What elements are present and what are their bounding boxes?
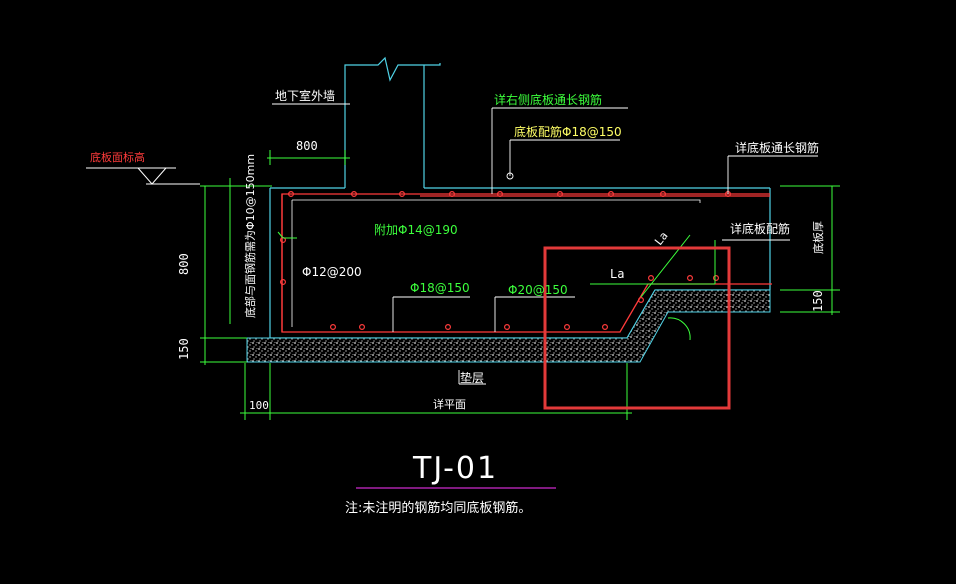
drawing-title: TJ-01 — [412, 451, 498, 486]
label-la-diag: La — [652, 229, 670, 247]
basement-wall — [270, 56, 770, 189]
label-detail-right-long-bar: 详右侧底板通长钢筋 — [494, 92, 602, 107]
cushion-layer — [246, 289, 771, 363]
dim-100: 100 — [249, 399, 269, 412]
dim-800-left: 800 — [177, 253, 191, 275]
label-slab-top-elev: 底板面标高 — [90, 150, 145, 164]
drawing-note: 注:未注明的钢筋均同底板钢筋。 — [345, 500, 531, 516]
inner-white-line — [292, 199, 701, 203]
label-bar-20: Φ20@150 — [508, 283, 568, 297]
label-detail-slab-long-bar: 详底板通长钢筋 — [735, 140, 819, 155]
label-slab-bar: 底板配筋Φ18@150 — [514, 124, 622, 139]
dim-800-top: 800 — [296, 139, 318, 153]
label-slab-thickness: 底板厚 — [811, 221, 825, 254]
highlight-box — [543, 246, 731, 410]
leader-lines — [272, 103, 818, 385]
label-see-plan: 详平面 — [433, 397, 466, 411]
rebar-dots — [280, 191, 731, 331]
elevation-marker-icon — [86, 167, 200, 185]
label-bar-18: Φ18@150 — [410, 281, 470, 295]
label-basement-wall: 地下室外墙 — [275, 88, 335, 103]
label-cushion: 垫层 — [460, 370, 484, 385]
label-detail-slab-dist: 详底板配筋 — [730, 221, 790, 236]
dim-150-left: 150 — [177, 338, 191, 360]
dimension-lines — [200, 150, 840, 420]
slab-outline — [269, 188, 771, 339]
label-vertical-note: 底部与面钢筋需为Φ10@150mm — [243, 154, 257, 318]
dim-150-right: 150 — [811, 290, 825, 312]
label-bar-12: Φ12@200 — [302, 265, 362, 279]
label-la: La — [610, 267, 624, 281]
label-additional-bar: 附加Φ14@190 — [374, 223, 458, 237]
